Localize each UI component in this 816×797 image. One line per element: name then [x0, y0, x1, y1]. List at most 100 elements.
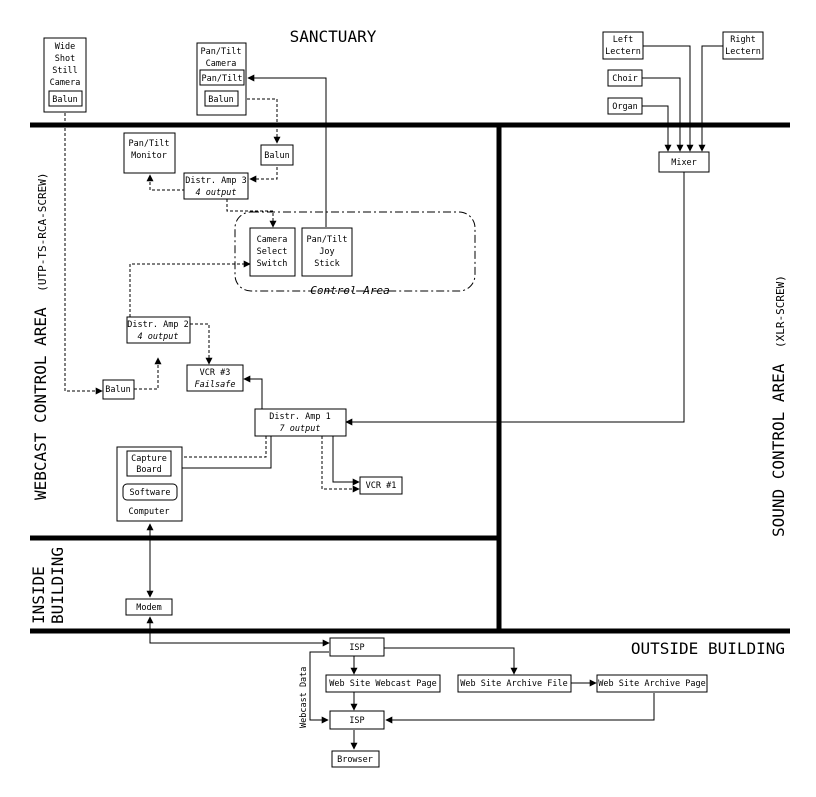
link-distr-amp-1-to-capture-dashed: [172, 436, 267, 461]
link-organ-to-mixer: [642, 105, 672, 152]
svg-text:Pan/Tilt: Pan/Tilt: [202, 74, 243, 84]
svg-text:Lectern: Lectern: [605, 47, 641, 57]
wide-shot-camera: Wide Shot Still Camera Balun: [43, 37, 87, 113]
sound-control-title: SOUND CONTROL AREA: [769, 363, 788, 537]
camera-select-switch: Camera Select Switch: [249, 227, 296, 277]
link-distr-amp-2-to-vcr3: [190, 323, 213, 365]
link-distr-amp-1-to-capture-solid: [172, 436, 272, 472]
svg-text:Joy: Joy: [319, 247, 334, 257]
pantilt-camera-balun: [204, 90, 239, 107]
svg-text:ISP: ISP: [349, 643, 364, 653]
svg-text:Pan/Tilt: Pan/Tilt: [307, 235, 348, 245]
svg-text:Camera: Camera: [206, 59, 237, 69]
svg-text:Pan/Tilt: Pan/Tilt: [129, 139, 170, 149]
link-archive-page-to-isp: [385, 693, 655, 724]
link-pantilt-balun-to-balun: [237, 98, 281, 144]
inside-line-2: BUILDING: [48, 547, 67, 624]
svg-text:Mixer: Mixer: [671, 158, 697, 168]
webcast-data-label: Webcast Data: [299, 667, 309, 728]
pantilt-monitor: Pan/Tilt Monitor: [123, 132, 176, 174]
svg-text:Board: Board: [136, 465, 162, 475]
svg-text:Camera: Camera: [257, 235, 288, 245]
isp-bottom: ISP: [329, 710, 385, 730]
vcr3: VCR #3 Failsafe: [186, 364, 244, 392]
pantilt-camera: Pan/Tilt Camera Pan/Tilt Balun: [196, 42, 247, 116]
svg-text:Still: Still: [52, 66, 78, 76]
svg-text:ISP: ISP: [349, 716, 364, 726]
svg-text:VCR #3: VCR #3: [200, 368, 231, 378]
software: [122, 483, 178, 501]
svg-text:Software: Software: [130, 488, 171, 498]
outside-building-label: OUTSIDE BUILDING: [631, 639, 785, 658]
modem: Modem: [125, 598, 173, 616]
svg-text:Monitor: Monitor: [131, 151, 167, 161]
link-webcast-data-loop: [309, 651, 329, 724]
svg-text:Balun: Balun: [105, 385, 131, 395]
svg-text:Wide: Wide: [55, 42, 75, 52]
distr-amp-2: Distr. Amp 2 4 output: [126, 316, 191, 344]
vcr1: VCR #1: [359, 476, 403, 495]
inside-line-1: INSIDE: [29, 566, 48, 624]
svg-text:Lectern: Lectern: [725, 47, 761, 57]
distr-amp-3: Distr. Amp 3 4 output: [183, 172, 249, 200]
pantilt-joystick: Pan/Tilt Joy Stick: [301, 227, 353, 277]
svg-text:SOUND CONTROL AREA (XLR-: SOUND CONTROL AREA (XLR-SCREW): [769, 275, 788, 537]
svg-text:Balun: Balun: [208, 95, 234, 105]
link-distr-amp-3-to-switch: [226, 199, 277, 228]
link-distr-amp-3-to-monitor: [146, 174, 190, 191]
link-distr-amp-1-to-vcr1-solid: [332, 436, 360, 486]
connections: [64, 45, 723, 750]
web-site-webcast-page: Web Site Webcast Page: [325, 674, 441, 693]
svg-text:Switch: Switch: [257, 259, 288, 269]
svg-text:Balun: Balun: [52, 95, 78, 105]
wide-shot-balun: [48, 90, 83, 107]
distr-amp-1: Distr. Amp 1 7 output: [254, 408, 347, 437]
link-choir-to-mixer: [642, 77, 684, 152]
computer: Capture Board Software Computer: [116, 446, 183, 522]
svg-text:Stick: Stick: [314, 259, 340, 269]
svg-text:Distr. Amp 1: Distr. Amp 1: [269, 412, 330, 422]
webcast-cabling-note: (UTP-TS-RCA-SCREW): [36, 172, 49, 291]
right-lectern: Right Lectern: [722, 31, 764, 60]
svg-text:VCR #1: VCR #1: [366, 481, 397, 491]
link-distr-amp-1-to-vcr1-dashed: [321, 436, 360, 493]
svg-text:Camera: Camera: [50, 78, 81, 88]
svg-text:Right: Right: [730, 35, 756, 45]
link-isp-to-archive-file: [384, 647, 518, 675]
webcast-control-area-label: WEBCAST CONTROL AREA (UTP-TS-RCA-SCREW): [31, 172, 50, 500]
svg-text:Web Site Archive Page: Web Site Archive Page: [598, 679, 705, 689]
sound-control-area-label: SOUND CONTROL AREA (XLR-SCREW): [769, 275, 788, 537]
control-area-label: Control Area: [310, 284, 389, 297]
web-site-archive-file: Web Site Archive File: [457, 674, 572, 693]
sound-cabling-note: (XLR-SCREW): [774, 275, 787, 348]
svg-text:Pan/Tilt: Pan/Tilt: [201, 47, 242, 57]
mixer: Mixer: [658, 151, 710, 173]
link-wide-shot-to-balun: [64, 108, 103, 395]
left-lectern: Left Lectern: [602, 31, 644, 60]
webcast-control-title: WEBCAST CONTROL AREA: [31, 307, 50, 500]
svg-text:Browser: Browser: [337, 755, 373, 765]
browser: Browser: [331, 750, 380, 768]
svg-text:Computer: Computer: [129, 507, 170, 517]
isp-top: ISP: [329, 637, 385, 657]
link-balun-to-distr-amp-2: [134, 357, 162, 390]
svg-text:Failsafe: Failsafe: [195, 380, 236, 390]
svg-text:Capture: Capture: [131, 454, 167, 464]
link-distr-amp-2-to-switch: [129, 260, 251, 317]
svg-text:Shot: Shot: [55, 54, 75, 64]
link-left-lectern-to-mixer: [643, 45, 694, 152]
link-modem-to-isp: [146, 616, 330, 647]
walls: [30, 122, 790, 634]
svg-text:Web Site Archive File: Web Site Archive File: [460, 679, 567, 689]
web-site-archive-page: Web Site Archive Page: [596, 674, 708, 693]
svg-text:7 output: 7 output: [280, 424, 321, 434]
organ: Organ: [607, 97, 643, 115]
inside-building-label: INSIDE BUILDING: [29, 547, 67, 624]
link-balun-to-distr-amp-3: [249, 167, 278, 183]
choir: Choir: [607, 69, 643, 87]
svg-text:Web Site Webcast Page: Web Site Webcast Page: [329, 679, 436, 689]
svg-text:Modem: Modem: [136, 603, 162, 613]
svg-text:WEBCAST CONTROL AREA (UT: WEBCAST CONTROL AREA (UTP-TS-RCA-SCREW): [31, 172, 50, 500]
svg-text:Organ: Organ: [612, 102, 638, 112]
svg-text:Distr. Amp 2: Distr. Amp 2: [127, 320, 188, 330]
